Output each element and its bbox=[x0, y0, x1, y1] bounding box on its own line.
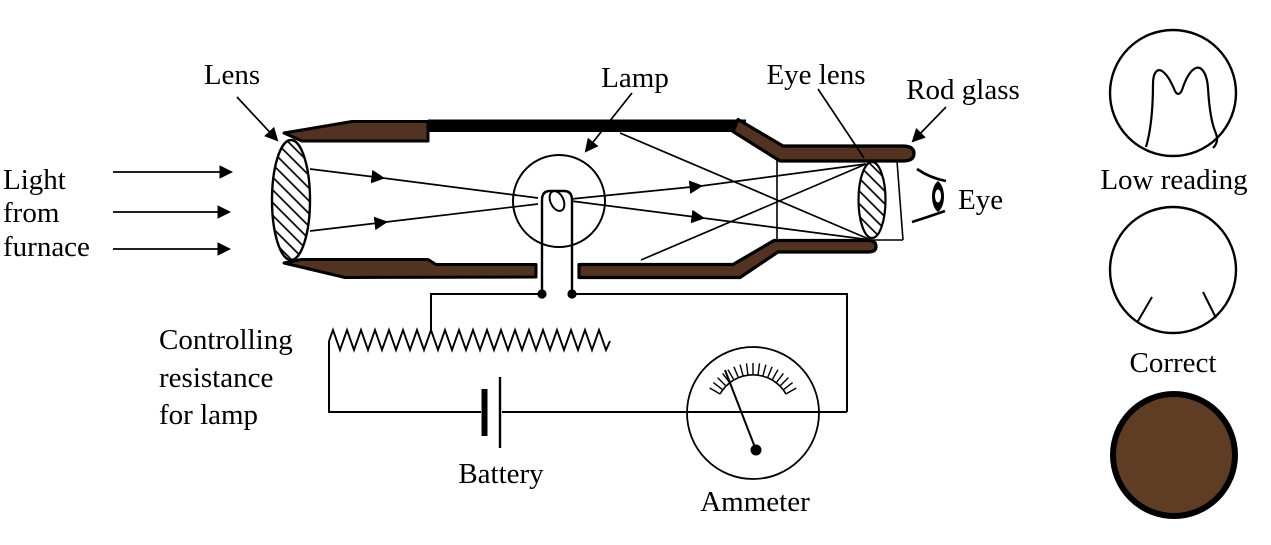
correct-view-lead-left bbox=[1137, 296, 1153, 322]
correct-view-circle bbox=[1108, 205, 1238, 335]
ray-b-exit1 bbox=[570, 180, 704, 200]
ray-a-exit2 bbox=[702, 217, 872, 241]
eye-lens-pointer-line bbox=[817, 88, 865, 159]
ray-b-exit2 bbox=[700, 163, 867, 187]
svg-text:Controlling: Controlling bbox=[159, 324, 293, 356]
svg-text:furnace: furnace bbox=[3, 231, 90, 263]
lamp-assembly bbox=[309, 154, 872, 294]
rheostat-zigzag bbox=[328, 327, 611, 353]
light-rays bbox=[113, 132, 872, 261]
label-lamp: Lamp bbox=[601, 62, 669, 94]
svg-text:for lamp: for lamp bbox=[159, 399, 258, 431]
eye-lens-hatch bbox=[857, 160, 887, 240]
svg-text:from: from bbox=[3, 197, 60, 229]
ammeter-pivot bbox=[750, 444, 762, 456]
ray-b-segment1 bbox=[309, 216, 389, 232]
objective-lens-hatch bbox=[270, 138, 312, 262]
ammeter-body bbox=[686, 346, 820, 480]
label-battery: Battery bbox=[458, 458, 544, 490]
label-low-reading: Low reading bbox=[1100, 164, 1247, 196]
label-lens: Lens bbox=[204, 59, 260, 91]
eyepiece-right-edge bbox=[896, 160, 904, 241]
svg-text:resistance: resistance bbox=[159, 362, 273, 394]
correct-view-lead-right bbox=[1202, 291, 1217, 319]
wire-top-right bbox=[572, 293, 848, 412]
field-line-lower bbox=[640, 163, 867, 261]
wire-to-rheostat-tap bbox=[430, 293, 542, 330]
low-reading-view-circle bbox=[1108, 28, 1238, 158]
battery-symbol bbox=[481, 377, 502, 448]
rod-glass-pointer-arrow bbox=[911, 106, 947, 143]
label-eye: Eye bbox=[958, 184, 1003, 216]
label-light-from-furnace: Light from furnace bbox=[3, 164, 90, 263]
lamp-circuit bbox=[328, 289, 848, 480]
filament-views bbox=[1108, 28, 1238, 519]
label-pointers bbox=[236, 88, 947, 159]
svg-text:Light: Light bbox=[3, 164, 66, 196]
field-line-upper bbox=[619, 132, 872, 241]
high-brightness-view-circle bbox=[1110, 391, 1238, 519]
ammeter-dial bbox=[686, 346, 820, 480]
objective-lens bbox=[270, 138, 312, 262]
label-controlling-resistance: Controlling resistance for lamp bbox=[159, 324, 293, 431]
eye-lower-lid bbox=[911, 209, 946, 224]
ray-a-segment2 bbox=[382, 177, 539, 199]
eye-lens bbox=[857, 160, 887, 240]
eye-icon bbox=[911, 167, 947, 224]
ray-a-exit1 bbox=[570, 200, 706, 224]
label-eye-lens: Eye lens bbox=[766, 59, 865, 91]
diagram-labels: Lens Lamp Eye lens Rod glass Eye Light f… bbox=[3, 59, 1248, 518]
wire-bottom-left bbox=[328, 341, 481, 413]
ammeter-scale-ticks bbox=[709, 363, 797, 395]
tube-bottom-wall-right bbox=[577, 238, 878, 280]
label-rod-glass: Rod glass bbox=[906, 74, 1020, 106]
tube-bottom-wall-left bbox=[282, 258, 538, 279]
eye-pupil-highlight bbox=[935, 189, 941, 203]
lamp-filament-loop bbox=[548, 190, 566, 212]
label-ammeter: Ammeter bbox=[700, 486, 810, 518]
ray-b-segment2 bbox=[385, 203, 539, 223]
tube-top-wall-middle bbox=[428, 119, 746, 132]
tube-top-wall-right bbox=[731, 117, 916, 163]
eye-upper-lid bbox=[916, 167, 947, 183]
label-correct: Correct bbox=[1130, 347, 1217, 379]
tube-top-wall-left bbox=[282, 120, 430, 143]
telescope-tube bbox=[282, 117, 916, 280]
lamp-pointer-arrow bbox=[584, 92, 633, 153]
ray-a-segment1 bbox=[309, 168, 386, 184]
ammeter-needle bbox=[724, 369, 757, 451]
filament-silhouette bbox=[1144, 66, 1219, 149]
lens-pointer-arrow bbox=[236, 96, 279, 142]
